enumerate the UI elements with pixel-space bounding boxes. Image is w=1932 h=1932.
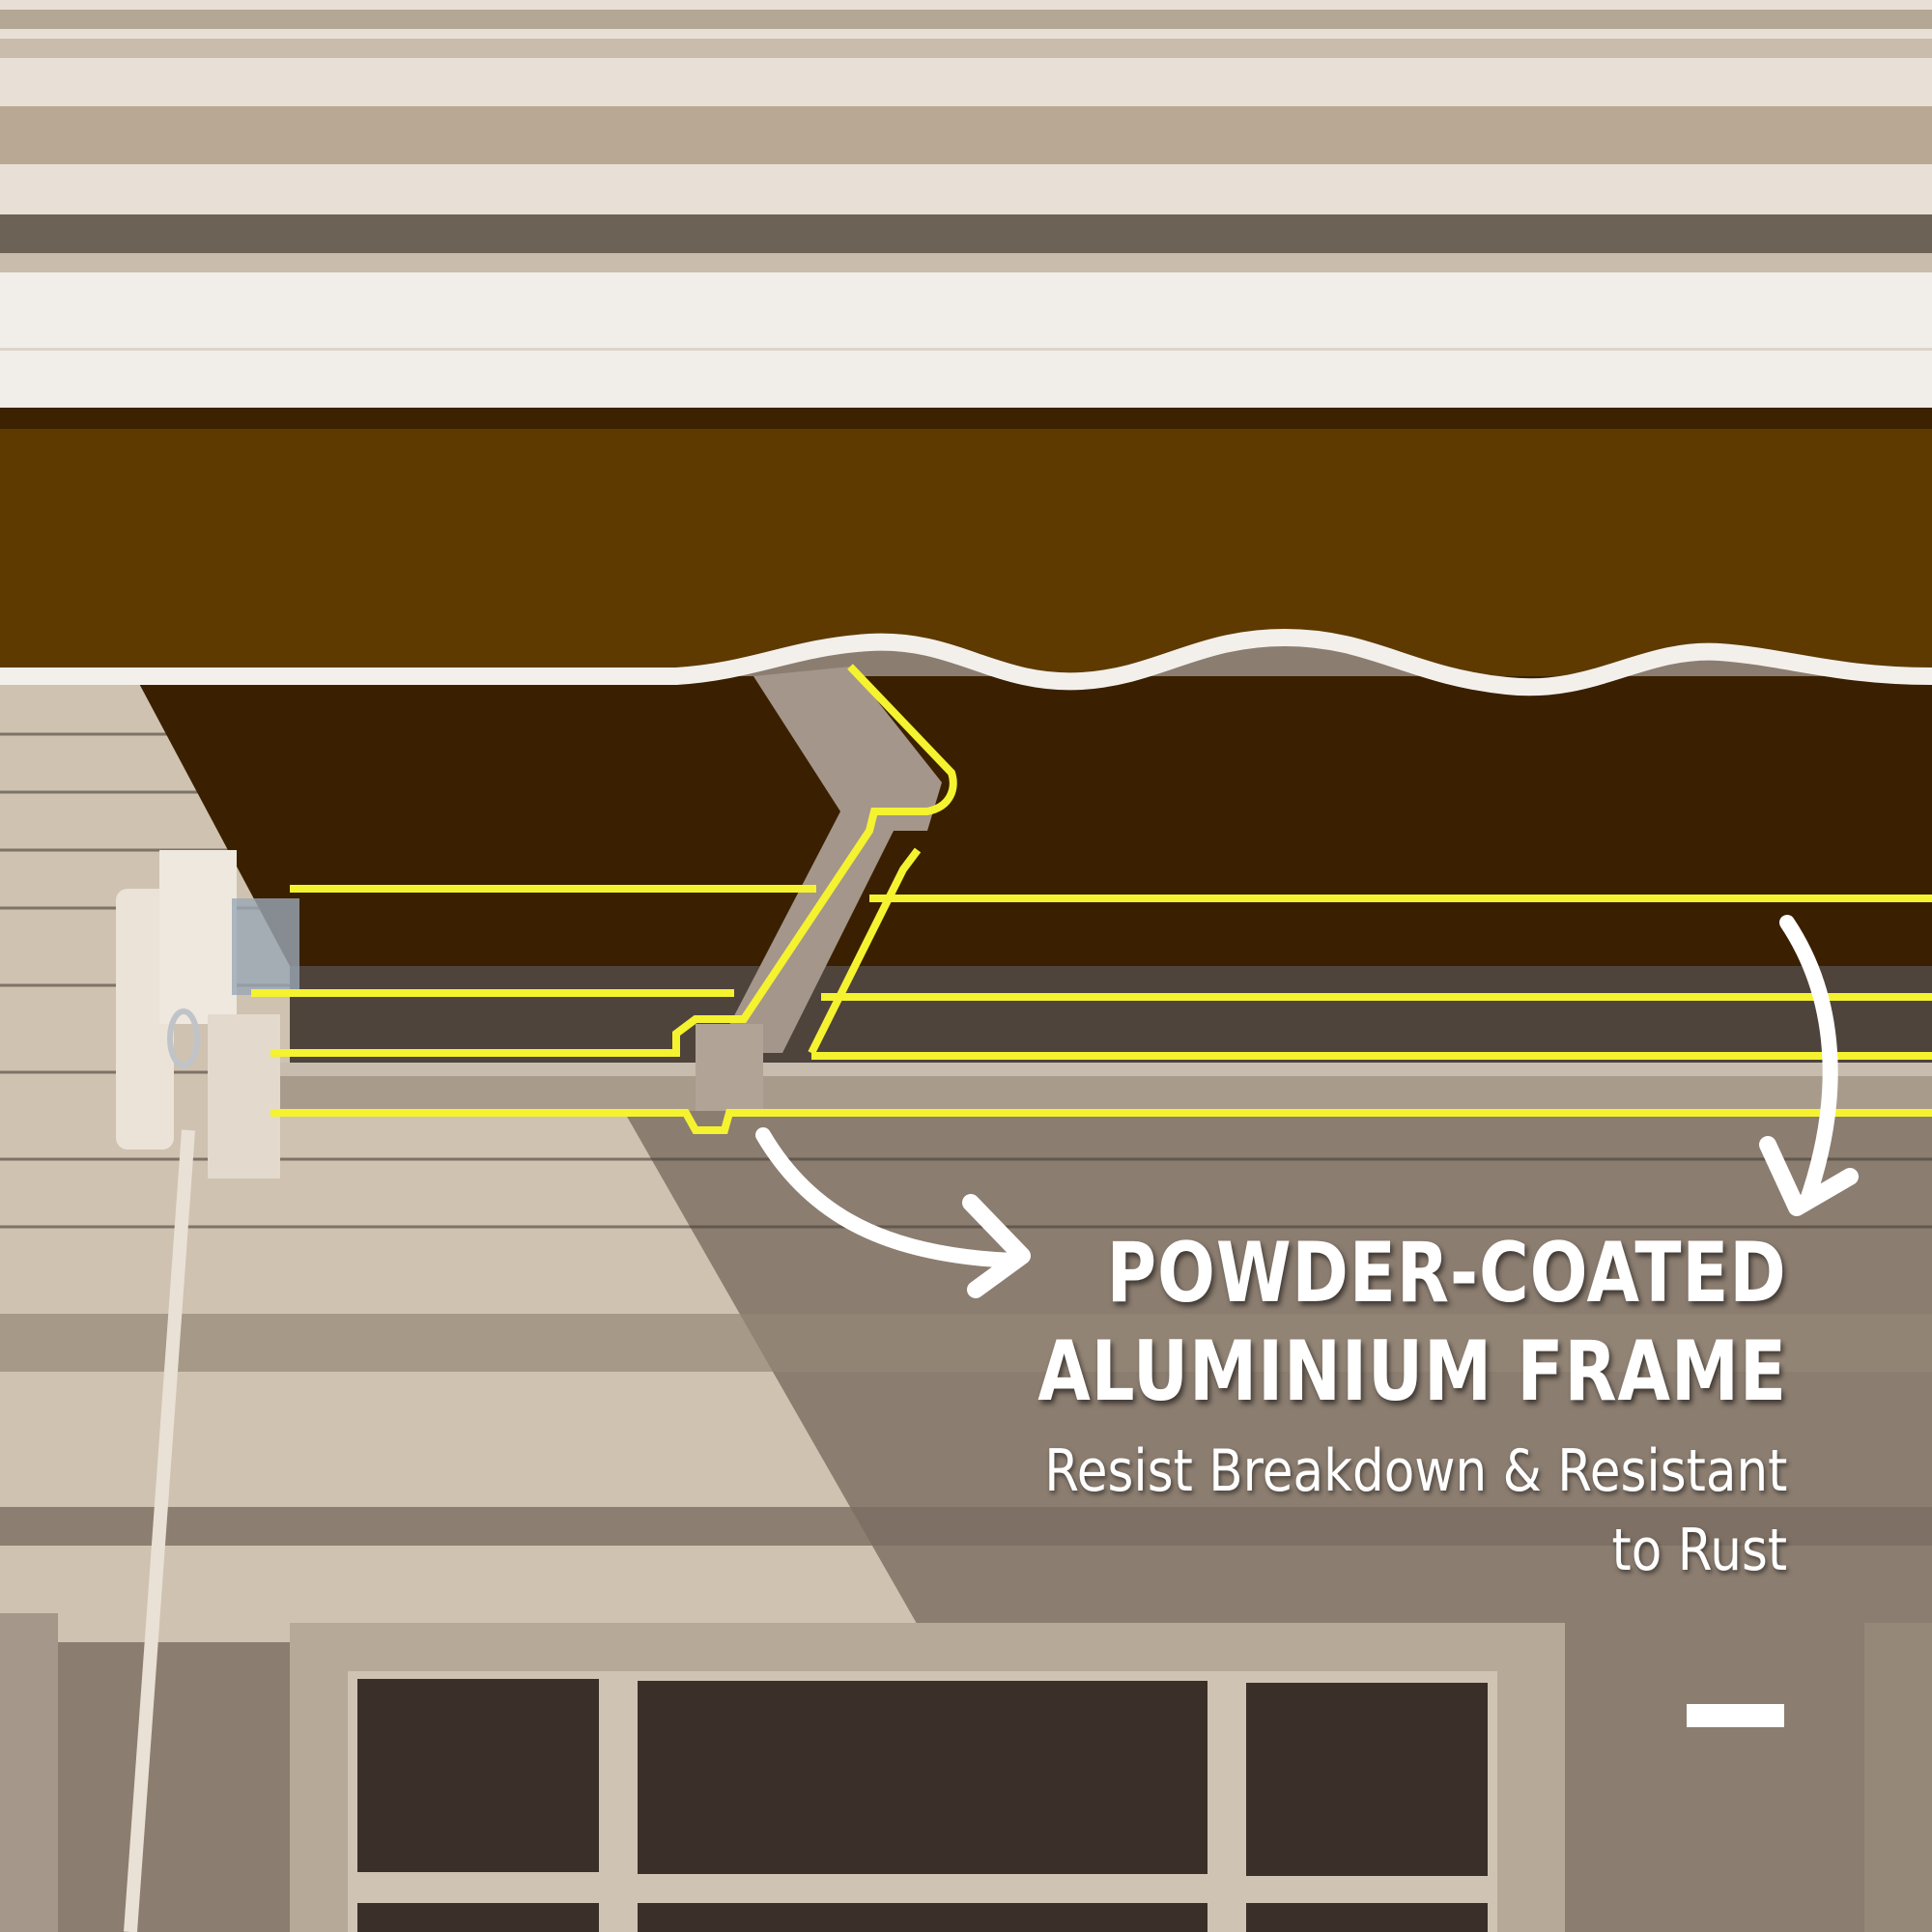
folding-arm: [715, 667, 942, 1053]
slide-indicator-bar: [1687, 1704, 1784, 1727]
awning-valance: [0, 429, 1932, 688]
valance-edge: [0, 628, 1932, 696]
wood-trim: [0, 214, 1932, 253]
curved-arrow-right-icon: [755, 1127, 1022, 1268]
feature-title-line-1: POWDER-COATED: [1106, 1225, 1787, 1321]
frame-highlight-outline: [251, 664, 1932, 1134]
awning-underside: [135, 676, 1932, 966]
wall-bracket: [116, 850, 299, 1179]
curved-arrow-down-icon: [1779, 915, 1838, 1210]
feature-title-line-2: ALUMINIUM FRAME: [1037, 1323, 1787, 1420]
crank-pole: [124, 1129, 195, 1932]
feature-subtitle-line-1: Resist Breakdown & Resistant: [1043, 1437, 1787, 1505]
awning-cassette: [0, 272, 1932, 408]
feature-subtitle-line-2: to Rust: [1611, 1517, 1787, 1584]
window: [290, 1623, 1565, 1932]
